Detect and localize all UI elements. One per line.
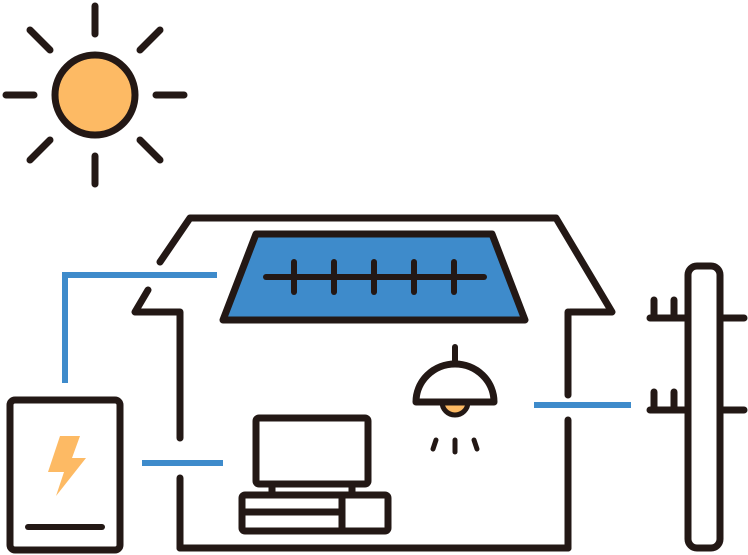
house-left-eave [131, 286, 184, 442]
lightning-bolt-icon [48, 436, 86, 496]
desktop-computer-icon [238, 414, 392, 535]
lamp-light-rays [430, 437, 480, 455]
lamp-ray [430, 437, 439, 452]
ceiling-lamp-icon [412, 344, 498, 455]
panel-to-battery-wire [62, 272, 217, 383]
sun-disc [51, 51, 139, 139]
lamp-shade [412, 360, 498, 406]
pole-body [684, 262, 724, 552]
sun-ray [136, 136, 164, 164]
sun-ray [26, 136, 54, 164]
lamp-ray [471, 437, 480, 452]
solar-panel-icon [219, 230, 529, 324]
battery-storage-icon [6, 396, 124, 554]
house-roof-top [156, 214, 616, 316]
sun-ray [136, 26, 164, 54]
sun-ray [26, 26, 54, 54]
house-outline [131, 214, 616, 552]
utility-pole-icon [646, 262, 748, 552]
sun-icon [2, 2, 188, 188]
computer-monitor [252, 414, 372, 488]
